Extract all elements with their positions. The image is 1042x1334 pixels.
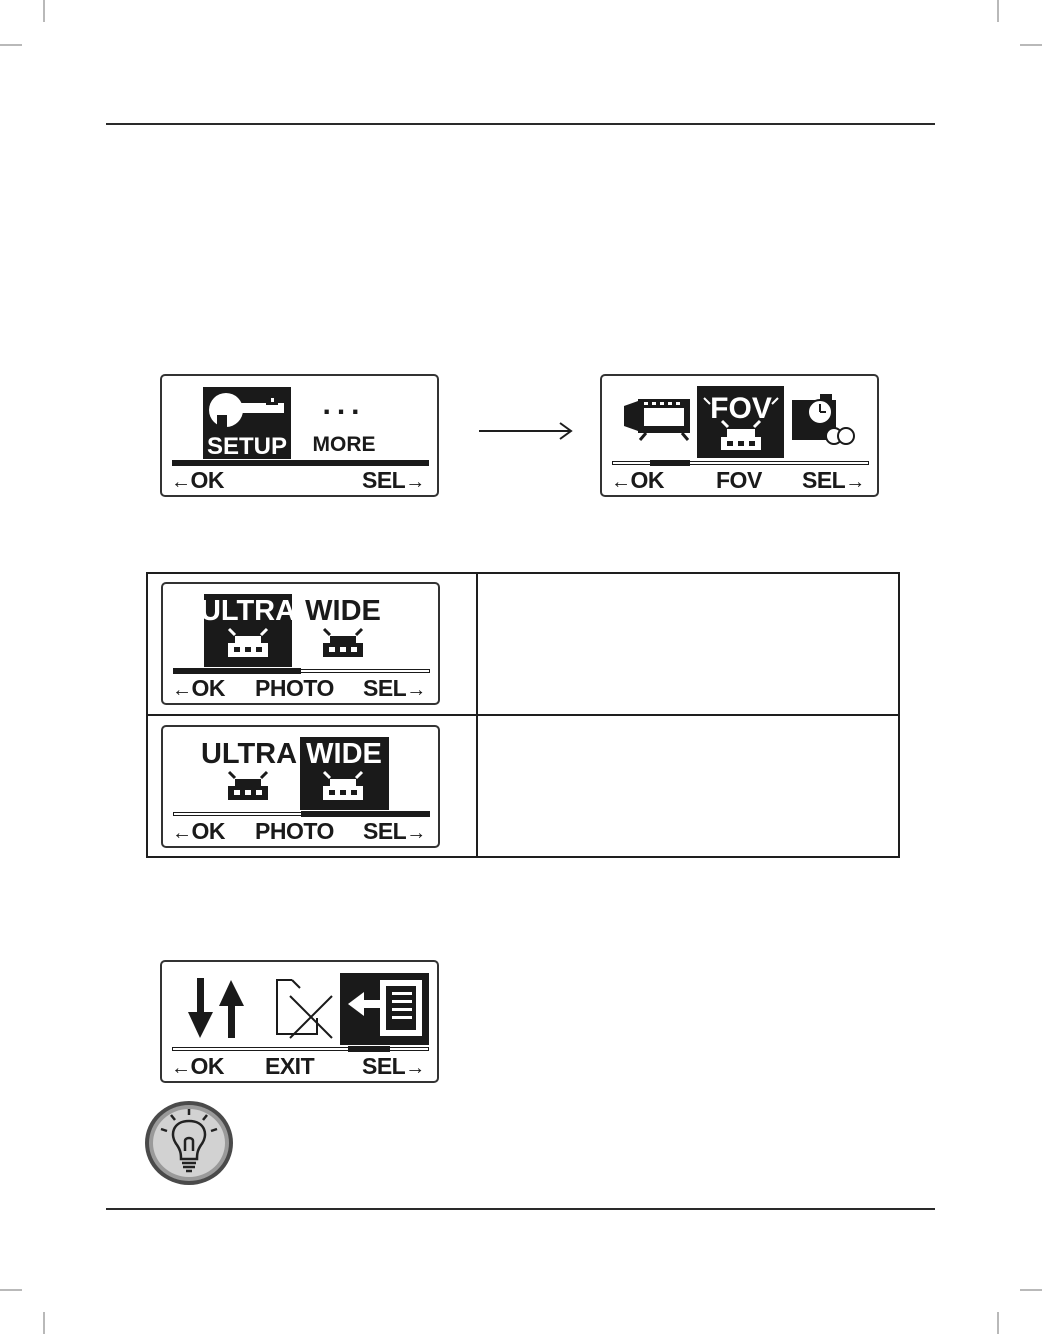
header-rule — [106, 123, 935, 125]
table-cell-image: ULTRA WIDE — [146, 714, 478, 858]
fov-screen: FOV OK FOV SEL — [600, 374, 879, 497]
table-row: ULTRA WIDE — [146, 572, 900, 716]
sel-softkey: SEL — [802, 467, 865, 494]
setup-screen: SETUP ... MORE OK SEL — [160, 374, 439, 497]
progress-bar — [348, 1046, 390, 1052]
wide-screen: ULTRA WIDE — [161, 725, 440, 848]
progress-track — [172, 1047, 429, 1051]
crop-mark — [997, 1312, 999, 1334]
lens-icon — [227, 627, 269, 657]
wrench-key-icon — [209, 393, 284, 432]
more-label: MORE — [313, 433, 376, 456]
lightbulb-icon — [145, 1101, 233, 1185]
table-cell-image: ULTRA WIDE — [146, 572, 478, 716]
ok-softkey: OK — [172, 818, 226, 845]
next-arrow-icon — [479, 422, 573, 440]
table-row: ULTRA WIDE — [146, 714, 900, 858]
more-dots: ... — [322, 388, 365, 421]
ultra-wide-screen: ULTRA WIDE — [161, 582, 440, 705]
ok-softkey: OK — [171, 1053, 225, 1080]
fov-options-table: ULTRA WIDE — [146, 572, 900, 858]
lens-icon — [703, 397, 779, 450]
fov-title: FOV — [710, 392, 772, 425]
ok-softkey: OK — [171, 467, 225, 494]
sel-softkey: SEL — [362, 1053, 425, 1080]
ultra-label: ULTRA — [201, 738, 297, 770]
exit-screen: OK EXIT SEL — [160, 960, 439, 1083]
exit-softkey: EXIT — [265, 1053, 315, 1079]
video-camera-icon — [624, 399, 690, 441]
photo-softkey: PHOTO — [255, 675, 334, 701]
lens-icon — [227, 770, 269, 800]
footer-rule — [106, 1208, 935, 1210]
sel-softkey: SEL — [363, 675, 426, 702]
table-cell-description — [476, 572, 900, 716]
wide-label: WIDE — [306, 738, 382, 770]
sel-softkey: SEL — [363, 818, 426, 845]
crop-mark — [1020, 44, 1042, 46]
wide-label: WIDE — [305, 595, 381, 627]
ultra-label: ULTRA — [200, 595, 296, 627]
photo-softkey: PHOTO — [255, 818, 334, 844]
crop-mark — [997, 0, 999, 22]
up-down-arrows-icon — [188, 978, 244, 1038]
ok-softkey: OK — [611, 467, 665, 494]
progress-bar — [173, 668, 301, 674]
crop-mark — [0, 44, 22, 46]
sel-softkey: SEL — [362, 467, 425, 494]
progress-bar — [172, 460, 429, 466]
table-cell-description — [476, 714, 900, 858]
lens-icon — [322, 627, 364, 657]
progress-bar — [301, 811, 430, 817]
exit-doc-icon — [276, 979, 333, 1039]
timer-loop-icon — [792, 394, 855, 445]
crop-mark — [1020, 1289, 1042, 1291]
progress-track — [612, 461, 869, 465]
crop-mark — [0, 1289, 22, 1291]
crop-mark — [43, 0, 45, 22]
lens-icon — [322, 770, 364, 800]
crop-mark — [43, 1312, 45, 1334]
fov-softkey: FOV — [716, 467, 762, 493]
ok-softkey: OK — [172, 675, 226, 702]
setup-label: SETUP — [207, 433, 287, 460]
progress-bar — [650, 460, 690, 466]
back-list-icon — [348, 980, 422, 1036]
